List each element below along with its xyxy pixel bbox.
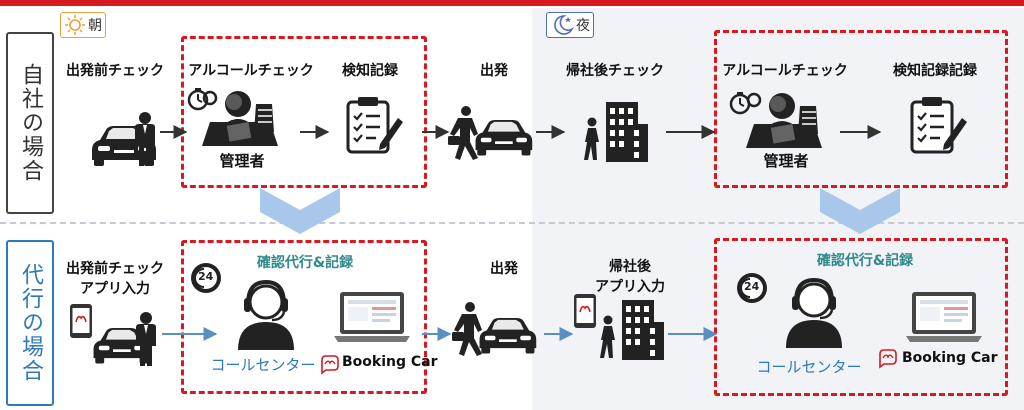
morning-label: 朝 xyxy=(88,15,102,35)
arrow-icon xyxy=(544,330,574,338)
manager-label-night: 管理者 xyxy=(756,150,816,171)
building-icon xyxy=(598,300,666,362)
arrow-icon xyxy=(840,128,882,136)
call-center-label-night: コールセンター xyxy=(754,356,864,377)
booking-car-label-morning: Booking Car xyxy=(342,354,422,370)
smartphone-icon xyxy=(70,304,92,338)
24-hour-label: 24 xyxy=(744,280,759,293)
return-check-label: 帰社後チェック xyxy=(560,60,670,80)
night-badge: 夜 xyxy=(546,12,594,38)
arrow-icon xyxy=(422,128,450,136)
chevron-down-icon xyxy=(820,188,900,234)
booking-car-logo-icon xyxy=(878,350,898,368)
clipboard-icon xyxy=(346,96,404,154)
arrow-icon xyxy=(666,128,716,136)
clipboard-icon xyxy=(910,96,968,154)
pre-check-label: 出発前チェック xyxy=(60,60,170,80)
chevron-down-icon xyxy=(260,188,340,234)
car-icon xyxy=(472,114,534,158)
proxy-record-label-night: 確認代行&記録 xyxy=(790,250,940,270)
alcohol-check-label-night: アルコールチェック xyxy=(720,60,850,80)
top-accent-bar xyxy=(0,0,1024,6)
booking-car-label-night: Booking Car xyxy=(902,350,998,366)
arrow-icon xyxy=(536,128,566,136)
smartphone-icon xyxy=(574,294,596,328)
depart-label-bottom: 出発 xyxy=(474,258,534,278)
arrow-icon xyxy=(300,128,330,136)
breathalyzer-manager-icon xyxy=(198,88,282,148)
row-label-proxy: 代行の場合 xyxy=(6,240,54,406)
car-icon xyxy=(476,312,538,356)
return-app-label-line1: 帰社後 xyxy=(590,256,670,276)
breathalyzer-manager-icon xyxy=(742,90,826,150)
pre-check-app-label-line1: 出発前チェック xyxy=(60,258,170,278)
row-label-self-text: 自社の場合 xyxy=(14,63,46,183)
proxy-record-label-morning: 確認代行&記録 xyxy=(230,252,380,272)
person-icon xyxy=(134,312,158,368)
return-app-label-line2: アプリ入力 xyxy=(590,276,670,296)
arrow-icon xyxy=(668,330,718,338)
moon-icon xyxy=(550,14,574,36)
laptop-icon xyxy=(334,292,410,342)
manager-label-morning: 管理者 xyxy=(212,150,272,171)
24-hour-label: 24 xyxy=(198,270,213,283)
row-label-self: 自社の場合 xyxy=(6,32,54,214)
morning-badge: 朝 xyxy=(60,12,106,38)
booking-car-logo-icon xyxy=(320,356,340,374)
sun-icon xyxy=(64,14,86,36)
laptop-icon xyxy=(906,292,982,342)
call-center-label-morning: コールセンター xyxy=(208,354,318,375)
night-label: 夜 xyxy=(576,15,590,35)
alcohol-check-label-morning: アルコールチェック xyxy=(186,60,316,80)
person-icon xyxy=(133,112,157,168)
record-label-night: 検知記録記録 xyxy=(880,60,990,80)
record-label-morning: 検知記録 xyxy=(330,60,410,80)
arrow-icon xyxy=(162,330,218,338)
row-label-proxy-text: 代行の場合 xyxy=(14,263,46,383)
headset-operator-icon xyxy=(236,280,296,350)
arrow-icon xyxy=(422,330,452,338)
headset-operator-icon xyxy=(784,278,844,348)
building-icon xyxy=(582,102,650,164)
arrow-icon xyxy=(160,128,188,136)
pre-check-app-label-line2: アプリ入力 xyxy=(60,278,170,298)
depart-label-top: 出発 xyxy=(464,60,524,80)
